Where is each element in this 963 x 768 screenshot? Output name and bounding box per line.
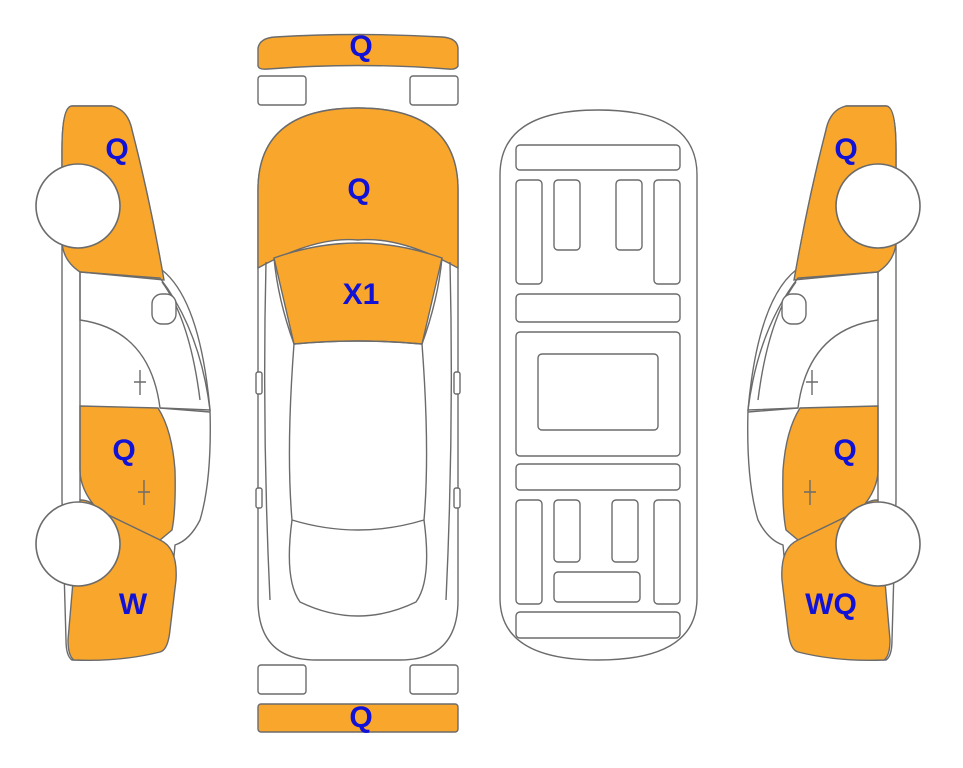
left-rear-door-panel[interactable] — [79, 405, 176, 541]
under-front-rail-r — [653, 179, 681, 285]
under-mid-bar-1 — [515, 293, 681, 323]
left-front-fender-label: Q — [105, 133, 128, 166]
left-roof-line — [161, 281, 201, 401]
left-rear-wheel — [35, 501, 121, 587]
left-mirror-side — [151, 293, 177, 325]
left-belt-line — [159, 407, 211, 413]
right-front-window — [747, 271, 879, 411]
right-pillar-line — [421, 257, 443, 345]
front-bumper-label: Q — [349, 30, 372, 63]
left-mirror — [255, 371, 263, 395]
front-right-light — [409, 75, 459, 106]
front-bumper-panel[interactable] — [257, 33, 459, 70]
right-front-wheel — [835, 163, 921, 249]
left-side-line — [263, 261, 271, 601]
roof-outline — [288, 340, 428, 531]
rear-bumper-label: Q — [349, 701, 372, 734]
hood-label: Q — [347, 173, 370, 206]
under-rear-box-r — [611, 499, 639, 563]
left-pillar-line — [273, 257, 295, 345]
underbody-outline — [499, 109, 698, 661]
under-rear-rail-l — [515, 499, 543, 605]
left-rear-handle — [255, 487, 263, 509]
right-rear-handle — [453, 487, 461, 509]
right-handle-rear — [804, 480, 816, 505]
left-front-window — [79, 271, 211, 411]
front-left-light — [257, 75, 307, 106]
right-handle-front — [806, 370, 818, 395]
hood-panel[interactable] — [257, 107, 459, 270]
left-side-view: Q Q W — [35, 105, 211, 662]
right-rear-door-label: Q — [833, 434, 856, 467]
underbody-view — [499, 109, 698, 661]
rear-bumper-panel[interactable] — [257, 703, 459, 733]
under-front-rail-l — [515, 179, 543, 285]
left-handle-front — [134, 370, 146, 395]
left-rear-quarter-label: W — [119, 588, 148, 621]
rear-window-line — [288, 519, 428, 617]
left-front-wheel — [35, 163, 121, 249]
under-rear-crossmember — [515, 611, 681, 639]
windshield-label: X1 — [343, 278, 380, 311]
under-rear-box-l — [553, 499, 581, 563]
right-mirror-side — [781, 293, 807, 325]
under-front-box-r — [615, 179, 643, 251]
right-belt-line — [747, 407, 799, 413]
under-mid-bar-2 — [515, 463, 681, 491]
under-rear-tank — [553, 571, 641, 603]
right-rear-quarter-label: WQ — [805, 588, 857, 621]
right-side-line — [445, 261, 453, 601]
under-front-crossmember — [515, 144, 681, 171]
top-view: Q Q X1 Q — [255, 30, 461, 734]
right-roof-line — [757, 281, 797, 401]
left-handle-rear — [138, 480, 150, 505]
right-front-fender-label: Q — [834, 133, 857, 166]
right-mirror — [453, 371, 461, 395]
rear-left-light — [257, 664, 307, 695]
left-rear-door-label: Q — [112, 434, 135, 467]
rear-right-light — [409, 664, 459, 695]
under-rear-rail-r — [653, 499, 681, 605]
under-front-box-l — [553, 179, 581, 251]
right-side-view: Q Q WQ — [747, 105, 921, 662]
right-rear-wheel — [835, 501, 921, 587]
right-rear-door-panel[interactable] — [782, 405, 879, 541]
under-floor-inner — [537, 353, 659, 431]
